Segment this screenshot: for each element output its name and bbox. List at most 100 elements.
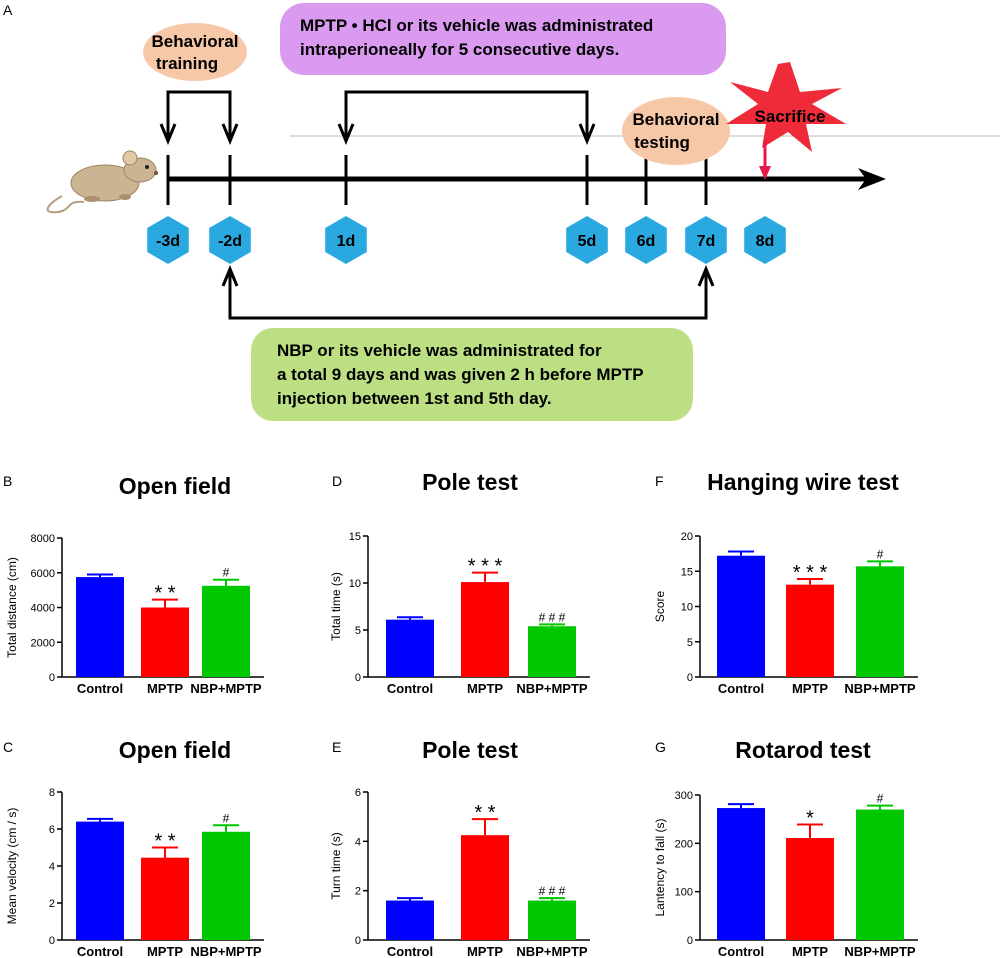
nbp-bracket (228, 270, 708, 320)
significance-label: # (877, 792, 884, 806)
mptp-box-line-2: intraperioneally for 5 consecutive days. (300, 40, 619, 59)
testing-label-line-1: Behavioral (633, 110, 720, 129)
panel-letter: D (332, 473, 342, 489)
timeline-ticks (166, 155, 708, 205)
day-marker-hexagon (147, 216, 189, 264)
significance-label: # (223, 566, 230, 580)
chart-title: Open field (119, 473, 231, 499)
y-tick-label: 200 (675, 838, 693, 850)
bar (76, 821, 124, 940)
chart-title: Open field (119, 737, 231, 763)
significance-label: * * (474, 802, 495, 824)
panel-letter: G (655, 739, 666, 755)
x-category-label: NBP+MPTP (844, 944, 915, 958)
timeline-arrowhead (858, 168, 886, 190)
chart-title: Pole test (422, 469, 518, 495)
x-category-label: NBP+MPTP (190, 681, 261, 696)
y-axis-label: Mean velocity (cm / s) (5, 808, 19, 925)
x-category-label: NBP+MPTP (190, 944, 261, 958)
bar (386, 619, 434, 677)
day-marker-label: 7d (697, 233, 716, 250)
panel-a-timeline: A (3, 2, 1000, 421)
day-marker-label: 6d (637, 233, 656, 250)
significance-label: # (223, 811, 230, 825)
y-tick-label: 4 (355, 836, 361, 848)
nbp-box-line-2: a total 9 days and was given 2 h before … (277, 365, 644, 384)
sacrifice-star (726, 62, 846, 152)
y-axis-label: Lantency to fall (s) (653, 818, 667, 916)
y-tick-label: 15 (349, 531, 361, 543)
y-tick-label: 6 (49, 824, 55, 836)
day-marker-hexagon (209, 216, 251, 264)
y-tick-label: 8000 (31, 533, 55, 545)
day-marker-label: -3d (156, 233, 180, 250)
bar (856, 809, 904, 940)
y-tick-label: 2 (49, 898, 55, 910)
training-label-ellipse (143, 23, 247, 81)
y-axis-label: Turn time (s) (329, 832, 343, 900)
panel-letter: F (655, 473, 664, 489)
y-tick-label: 0 (687, 672, 693, 684)
x-category-label: NBP+MPTP (516, 944, 587, 958)
y-tick-label: 20 (681, 531, 693, 543)
bar (528, 900, 576, 940)
x-category-label: MPTP (792, 944, 828, 958)
day-marker-hexagon (685, 216, 727, 264)
bar (141, 607, 189, 677)
y-tick-label: 5 (355, 625, 361, 637)
y-tick-label: 10 (681, 602, 693, 614)
bar (856, 566, 904, 677)
y-tick-label: 8 (49, 787, 55, 799)
day-marker-hexagon (744, 216, 786, 264)
x-category-label: MPTP (467, 944, 503, 958)
y-tick-label: 0 (49, 935, 55, 947)
bar (786, 584, 834, 677)
x-category-label: Control (77, 681, 123, 696)
significance-label: * (806, 807, 814, 829)
x-category-label: Control (387, 944, 433, 958)
y-axis-label: Score (653, 591, 667, 623)
chart-title: Pole test (422, 737, 518, 763)
panel-letter: E (332, 739, 341, 755)
panel-letter: B (3, 473, 12, 489)
x-category-label: MPTP (467, 681, 503, 696)
day-marker-label: -2d (218, 233, 242, 250)
bar (786, 838, 834, 940)
y-tick-label: 4 (49, 861, 55, 873)
testing-label-ellipse (622, 97, 730, 165)
y-tick-label: 15 (681, 566, 693, 578)
x-category-label: MPTP (147, 681, 183, 696)
day-marker-label: 1d (337, 233, 356, 250)
sacrifice-label: Sacrifice (755, 107, 826, 126)
testing-label-line-2: testing (634, 133, 690, 152)
significance-label: * * (154, 831, 175, 853)
y-tick-label: 0 (687, 935, 693, 947)
bar (717, 808, 765, 940)
day-marker-label: 5d (578, 233, 597, 250)
x-category-label: Control (718, 681, 764, 696)
bar (461, 582, 509, 677)
y-tick-label: 4000 (31, 603, 55, 615)
y-axis-label: Total distance (cm) (5, 557, 19, 658)
chart-title: Hanging wire test (707, 469, 899, 495)
y-tick-label: 100 (675, 887, 693, 899)
nbp-box-line-1: NBP or its vehicle was administrated for (277, 341, 602, 360)
panel-letter: C (3, 739, 13, 755)
significance-label: # # # (539, 884, 566, 898)
chart-title: Rotarod test (735, 737, 871, 763)
significance-label: * * (154, 583, 175, 605)
y-tick-label: 6 (355, 787, 361, 799)
y-tick-label: 6000 (31, 568, 55, 580)
y-tick-label: 10 (349, 578, 361, 590)
mouse-icon (46, 150, 158, 214)
x-category-label: NBP+MPTP (516, 681, 587, 696)
y-tick-label: 0 (355, 935, 361, 947)
y-tick-label: 0 (49, 672, 55, 684)
